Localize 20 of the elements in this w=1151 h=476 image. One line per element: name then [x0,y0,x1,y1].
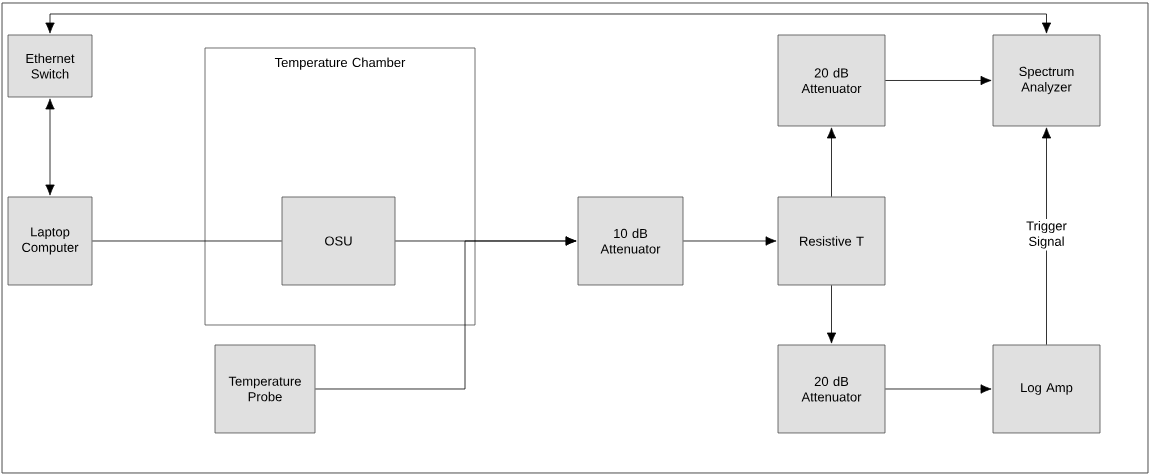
process-box: Ethernet Switch [7,34,93,98]
arrow [45,13,1052,34]
process-box: Temperature Probe [214,344,316,434]
process-box: Resistive T [777,196,886,286]
process-box: 10 dB Attenuator [577,196,684,286]
arrow [885,384,992,394]
arrow [826,285,837,344]
edge-label: Trigger Signal [1014,218,1079,251]
process-box: OSU [281,196,396,286]
arrow [45,98,55,196]
process-box: Spectrum Analyzer [992,34,1101,127]
process-box: Laptop Computer [7,196,93,286]
arrow [1041,127,1052,345]
process-box: Log Amp [992,344,1101,434]
arrow [826,127,837,197]
process-box: 20 dB Attenuator [777,344,886,434]
arrow [683,236,777,246]
arrow [315,236,577,390]
process-box: 20 dB Attenuator [777,34,886,127]
arrow [885,75,992,86]
